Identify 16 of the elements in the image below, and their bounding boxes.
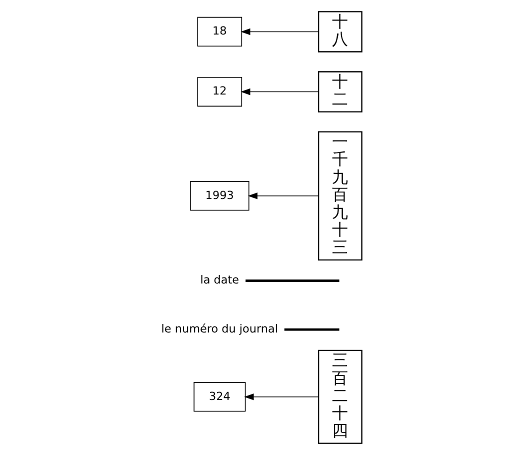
connector xyxy=(284,328,340,331)
node-text: le numéro du journal xyxy=(161,322,278,336)
arrow xyxy=(248,192,319,200)
arrow xyxy=(244,394,319,400)
node-box: 十八 xyxy=(318,11,362,52)
node-box: 324 xyxy=(194,382,246,412)
node-box: 三百二十四 xyxy=(318,350,362,444)
node-box: 12 xyxy=(197,76,242,107)
node-text: la date xyxy=(200,274,240,287)
arrow xyxy=(240,88,319,96)
node-box: 十二 xyxy=(318,71,362,112)
node-box: 18 xyxy=(197,16,242,47)
connector xyxy=(246,280,340,282)
node-box: 1993 xyxy=(190,181,250,211)
arrow xyxy=(240,28,319,36)
node-box: 一千九百九十三 xyxy=(318,131,362,261)
